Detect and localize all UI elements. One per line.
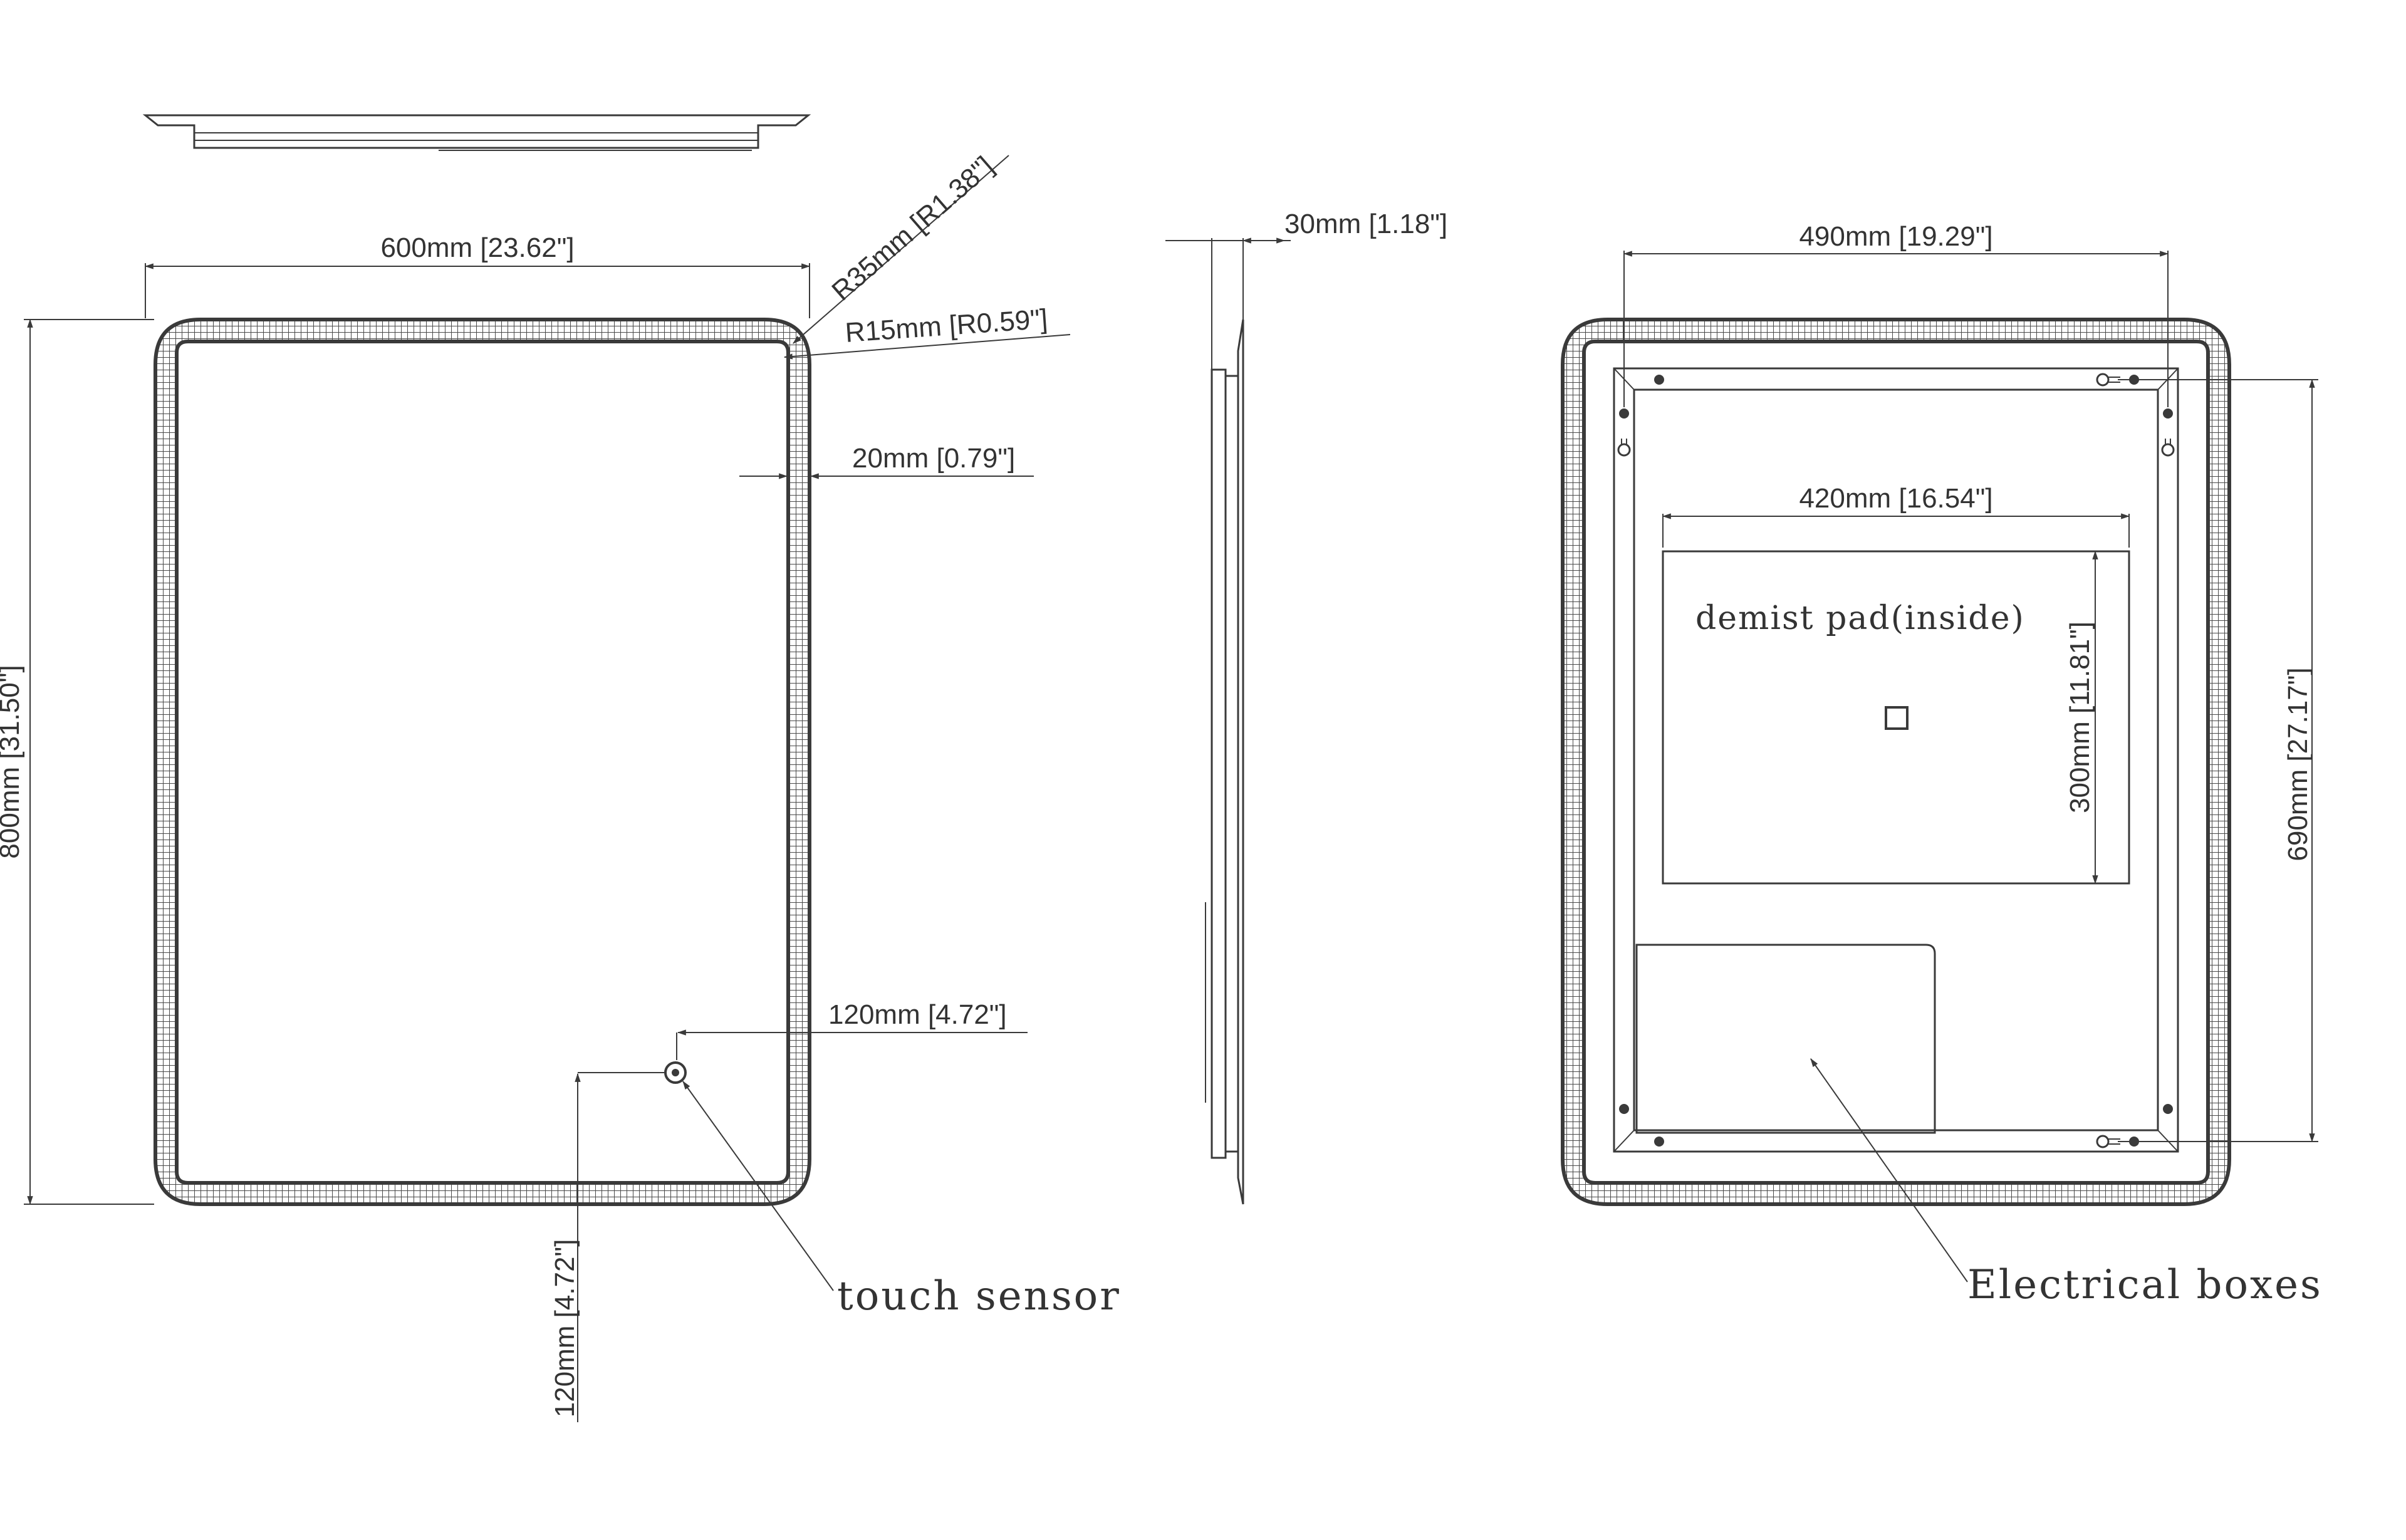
electrical-box xyxy=(1635,944,1936,1134)
border-width-label: 20mm [0.79"] xyxy=(852,443,1015,474)
pad-height-label: 300mm [11.81"] xyxy=(2065,622,2095,813)
sensor-y-label: 120mm [4.72"] xyxy=(549,1239,580,1418)
inner-radius-label: R15mm [R0.59"] xyxy=(844,304,1048,348)
front-height-label: 800mm [31.50"] xyxy=(0,665,25,858)
top-view xyxy=(142,114,811,151)
back-view: 490mm [19.29"] 690mm [27.17"] 420mm [16.… xyxy=(1561,221,2323,1308)
side-view: 30mm [1.18"] xyxy=(1165,209,1447,1205)
depth-label: 30mm [1.18"] xyxy=(1284,209,1447,239)
bracket-span-label: 490mm [19.29"] xyxy=(1799,221,1992,252)
front-view: 600mm [23.62"] 800mm [31.50"] R35mm [R1.… xyxy=(0,150,1121,1422)
sensor-x-label: 120mm [4.72"] xyxy=(828,999,1007,1030)
back-led-border xyxy=(1561,318,2231,1206)
outer-radius-label: R35mm [R1.38"] xyxy=(826,150,999,306)
demist-pad-center-icon xyxy=(1885,706,1909,730)
touch-sensor-note: touch sensor xyxy=(837,1273,1121,1319)
pad-width-label: 420mm [16.54"] xyxy=(1799,483,1992,514)
demist-pad-note: demist pad(inside) xyxy=(1695,600,2025,637)
front-led-border xyxy=(154,318,811,1206)
bracket-height-label: 690mm [27.17"] xyxy=(2283,667,2313,861)
keyhole-icon xyxy=(1617,373,2175,1148)
front-width-label: 600mm [23.62"] xyxy=(380,232,574,263)
demist-pad xyxy=(1662,550,2130,885)
electrical-boxes-note: Electrical boxes xyxy=(1967,1262,2323,1308)
